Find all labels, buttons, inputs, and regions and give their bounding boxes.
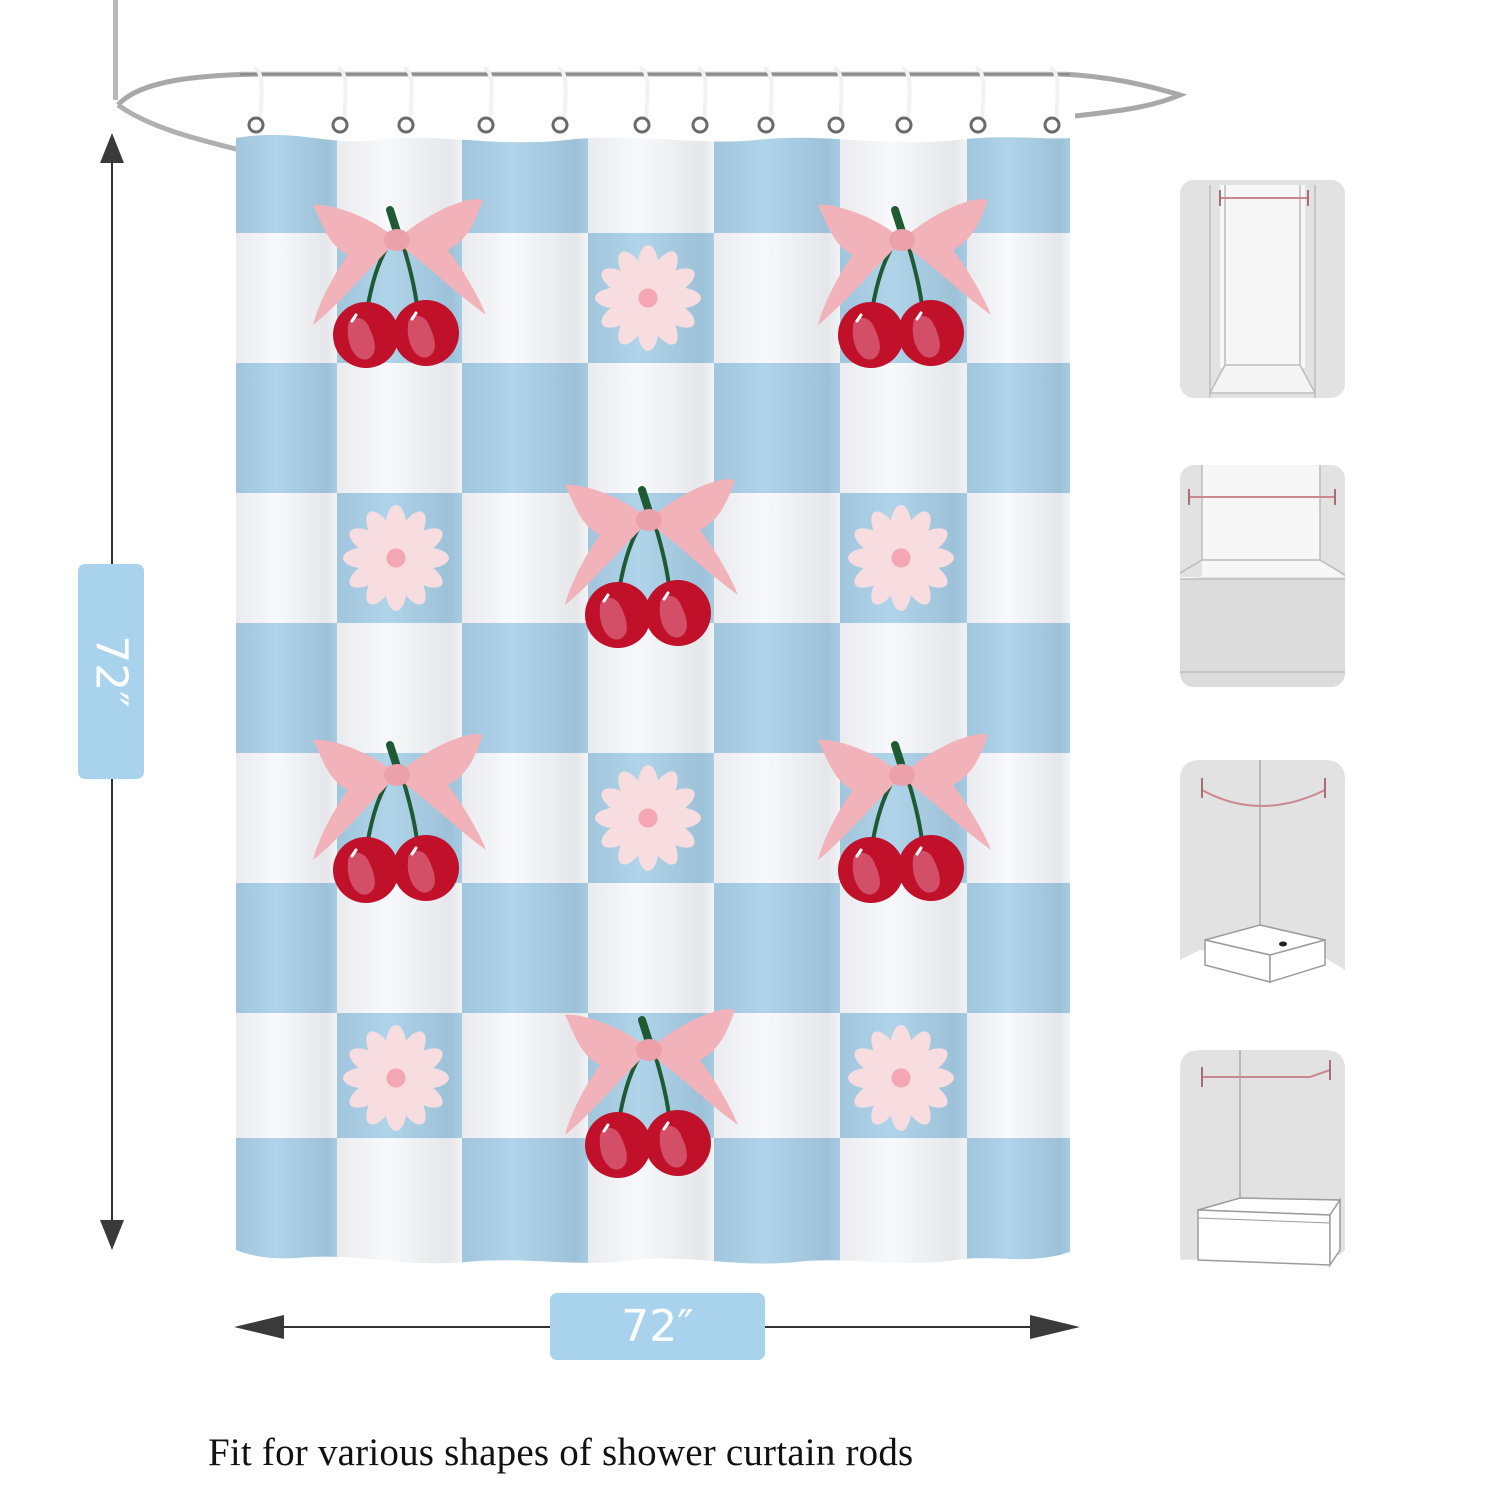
curved-rod-corner-shower-icon [1180,760,1345,984]
check-cell [236,883,337,1013]
rod-type-straight-bathtub [1180,465,1345,687]
height-arrow-down-icon [100,1220,124,1250]
check-cell [337,623,462,753]
height-label: 72″ [85,635,137,708]
daisy-icon [595,245,701,356]
check-cell [967,363,1070,493]
straight-rod-alcove-icon [1180,180,1345,398]
check-cell [714,753,840,883]
check-cell [714,623,840,753]
curtain-hooks [253,66,1060,121]
width-arrow-left-icon [234,1315,284,1339]
check-cell [714,233,840,363]
check-cell [714,883,840,1013]
check-cell [714,1138,840,1266]
check-cell [967,1013,1070,1138]
rod-type-curved-corner [1180,760,1345,988]
check-cell [967,1138,1070,1266]
cherry-bow-icon [560,1005,740,1190]
check-cell [967,128,1070,233]
daisy-icon [595,765,701,876]
height-arrow-up-icon [100,133,124,163]
check-cell [337,1138,462,1266]
check-cell [236,623,337,753]
rod-type-l-shaped-bathtub [1180,1050,1345,1268]
check-cell [967,493,1070,623]
height-badge: 72″ [78,564,144,779]
check-cell [236,1013,337,1138]
cherry-bow-icon [560,475,740,660]
check-cell [967,753,1070,883]
check-cell [714,493,840,623]
check-cell [236,1138,337,1266]
check-cell [967,883,1070,1013]
daisy-icon [848,505,954,616]
check-cell [967,233,1070,363]
check-cell [714,363,840,493]
check-cell [462,623,588,753]
check-cell [462,363,588,493]
check-cell [236,753,337,883]
width-badge: 72″ [550,1293,765,1360]
width-label: 72″ [621,1301,694,1352]
check-cell [236,363,337,493]
daisy-icon [343,1025,449,1136]
check-cell [462,233,588,363]
check-cell [462,128,588,233]
height-dimension-line [111,160,113,564]
width-dimension-line [280,1326,550,1328]
check-cell [337,363,462,493]
width-dimension-line [765,1326,1030,1328]
cherry-bow-icon [813,195,993,380]
check-cell [840,1138,967,1266]
cherry-bow-icon [308,730,488,915]
l-shaped-rod-corner-bathtub-icon [1180,1050,1345,1268]
shower-curtain [236,128,1070,1266]
check-cell [236,233,337,363]
straight-rod-bathtub-icon [1180,465,1345,687]
check-cell [588,363,714,493]
check-cell [462,1138,588,1266]
check-cell [236,493,337,623]
check-cell [588,883,714,1013]
rod-type-straight-alcove [1180,180,1345,398]
check-cell [462,883,588,1013]
check-cell [337,883,462,1013]
check-cell [462,1013,588,1138]
height-dimension-line [111,779,113,1231]
daisy-icon [343,505,449,616]
daisy-icon [848,1025,954,1136]
caption: Fit for various shapes of shower curtain… [208,1431,914,1474]
width-arrow-right-icon [1030,1315,1080,1339]
check-cell [840,623,967,753]
check-cell [840,883,967,1013]
check-cell [462,753,588,883]
check-cell [967,623,1070,753]
check-cell [588,128,714,233]
shower-curtain-rod [113,0,1188,153]
check-cell [714,128,840,233]
check-cell [714,1013,840,1138]
cherry-bow-icon [813,730,993,915]
check-cell [840,363,967,493]
cherry-bow-icon [308,195,488,380]
